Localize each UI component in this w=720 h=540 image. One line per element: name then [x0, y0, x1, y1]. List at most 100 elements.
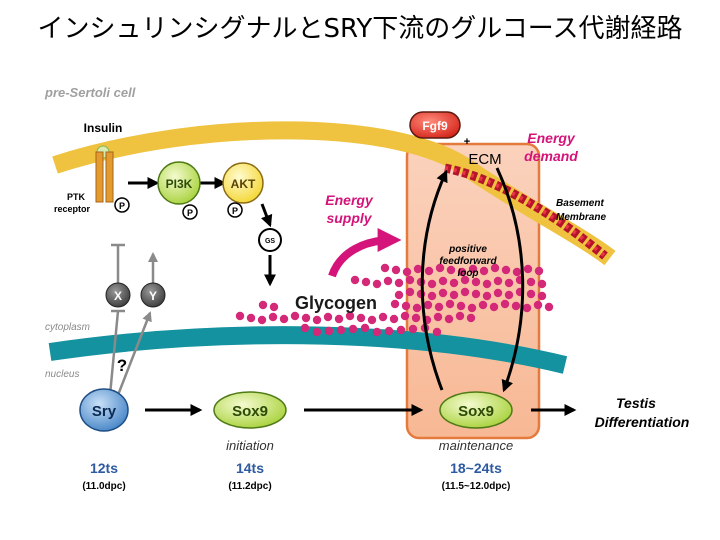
- glycogen-granule: [390, 299, 400, 309]
- glycogen-granule: [423, 300, 433, 310]
- glycogen-granule: [408, 324, 418, 334]
- glycogen-granule: [394, 278, 404, 288]
- glycogen-granule: [378, 312, 388, 322]
- cytoplasm-label: cytoplasm: [45, 322, 90, 333]
- glycogen-granule: [433, 312, 443, 322]
- glycogen-granule: [246, 313, 256, 323]
- sox9-node-initiation: [213, 391, 287, 429]
- receptor-right-icon: [105, 151, 114, 203]
- glycogen-granule: [372, 327, 382, 337]
- stage2-label: 14ts: [236, 460, 264, 476]
- basement-membrane-helix: [444, 163, 608, 260]
- glycogen-granule: [372, 279, 382, 289]
- y-node: [140, 282, 166, 308]
- glycogen-granule: [427, 279, 437, 289]
- glycogen-granule: [466, 313, 476, 323]
- glycogen-granule: [534, 266, 544, 276]
- glycogen-granule: [493, 288, 503, 298]
- gs-label: GS: [265, 238, 275, 245]
- glycogen-granule: [526, 277, 536, 287]
- glycogen-granule: [482, 291, 492, 301]
- glycogen-granule: [526, 289, 536, 299]
- energy-demand-label-2: demand: [524, 148, 578, 164]
- glycogen-granule: [467, 303, 477, 313]
- glycogen-granule: [482, 279, 492, 289]
- glycogen-granule: [336, 325, 346, 335]
- loop-label-3: loop: [457, 268, 478, 279]
- glycogen-granule: [457, 267, 467, 277]
- phospho-akt: [227, 202, 243, 218]
- glycogen-granule: [345, 311, 355, 321]
- glycogen-granule: [456, 301, 466, 311]
- loop-arrow-down: [495, 167, 525, 393]
- sox9-label-initiation: Sox9: [232, 403, 268, 420]
- glycogen-granule: [258, 300, 268, 310]
- energy-supply-label-1: Energy: [325, 192, 374, 208]
- glycogen-granule: [269, 302, 279, 312]
- sry-label: Sry: [92, 403, 117, 420]
- stage2-dpc-label: (11.2dpc): [228, 481, 271, 492]
- cell-label: pre-Sertoli cell: [44, 85, 136, 100]
- pi3k-label: PI3K: [166, 177, 193, 191]
- glycogen-granule: [537, 279, 547, 289]
- sox9-node-maintenance: [439, 391, 513, 429]
- glycogen-granule: [424, 266, 434, 276]
- receptor-label-1: PTK: [67, 192, 86, 202]
- glycogen-granule: [512, 267, 522, 277]
- glycogen-granule: [449, 278, 459, 288]
- basement-label-1: Basement: [556, 198, 604, 209]
- glycogen-granule: [400, 311, 410, 321]
- stage1-label: 12ts: [90, 460, 118, 476]
- glycogen-granule: [301, 313, 311, 323]
- y-label: Y: [149, 289, 157, 303]
- glycogen-granule: [356, 313, 366, 323]
- stage3-label: 18~24ts: [450, 460, 502, 476]
- glycogen-granule: [438, 288, 448, 298]
- glycogen-granule: [544, 302, 554, 312]
- glycogen-granule: [348, 324, 358, 334]
- glycogen-granule: [511, 301, 521, 311]
- receptor-left-icon: [95, 151, 104, 203]
- testis-label-2: Differentiation: [595, 414, 690, 430]
- initiation-label: initiation: [226, 438, 274, 453]
- glycogen-granule: [449, 290, 459, 300]
- phospho-label-1: P: [119, 201, 125, 211]
- glycogen-granule: [380, 263, 390, 273]
- glycogen-granule: [438, 276, 448, 286]
- glycogen-granule: [396, 325, 406, 335]
- glycogen-granule: [235, 311, 245, 321]
- fgf9-label: Fgf9: [422, 119, 448, 133]
- glycogen-granule: [360, 323, 370, 333]
- glycogen-granule: [460, 275, 470, 285]
- fgf9-node: [409, 111, 461, 139]
- glycogen-granule: [500, 299, 510, 309]
- cell-membrane: [52, 121, 616, 266]
- glycogen-granule: [435, 263, 445, 273]
- arrow-akt-gs: [260, 203, 273, 228]
- maintenance-label: maintenance: [439, 438, 513, 453]
- glycogen-granule: [324, 326, 334, 336]
- phospho-label-2: P: [187, 208, 193, 218]
- glycogen-granule: [411, 313, 421, 323]
- glycogen-granule: [394, 290, 404, 300]
- sox9-label-maintenance: Sox9: [458, 403, 494, 420]
- glycogen-granule: [350, 275, 360, 285]
- glycogen-granule: [501, 265, 511, 275]
- glycogen-granule: [455, 311, 465, 321]
- glycogen-granule: [384, 326, 394, 336]
- glycogen-granule: [312, 315, 322, 325]
- glycogen-granule: [478, 300, 488, 310]
- glycogen-granule: [323, 312, 333, 322]
- question-label: ?: [117, 356, 127, 375]
- sry-node: [79, 388, 129, 432]
- glycogen-granule: [432, 327, 442, 337]
- arrow-sry-y: [116, 311, 152, 396]
- stage3-dpc-label: (11.5~12.0dpc): [442, 481, 511, 492]
- plus-label: +: [464, 136, 470, 148]
- energy-demand-label-1: Energy: [527, 130, 576, 146]
- glycogen-granule: [427, 291, 437, 301]
- nucleus-label: nucleus: [45, 369, 79, 380]
- glycogen-granule: [290, 311, 300, 321]
- x-node: [105, 282, 131, 308]
